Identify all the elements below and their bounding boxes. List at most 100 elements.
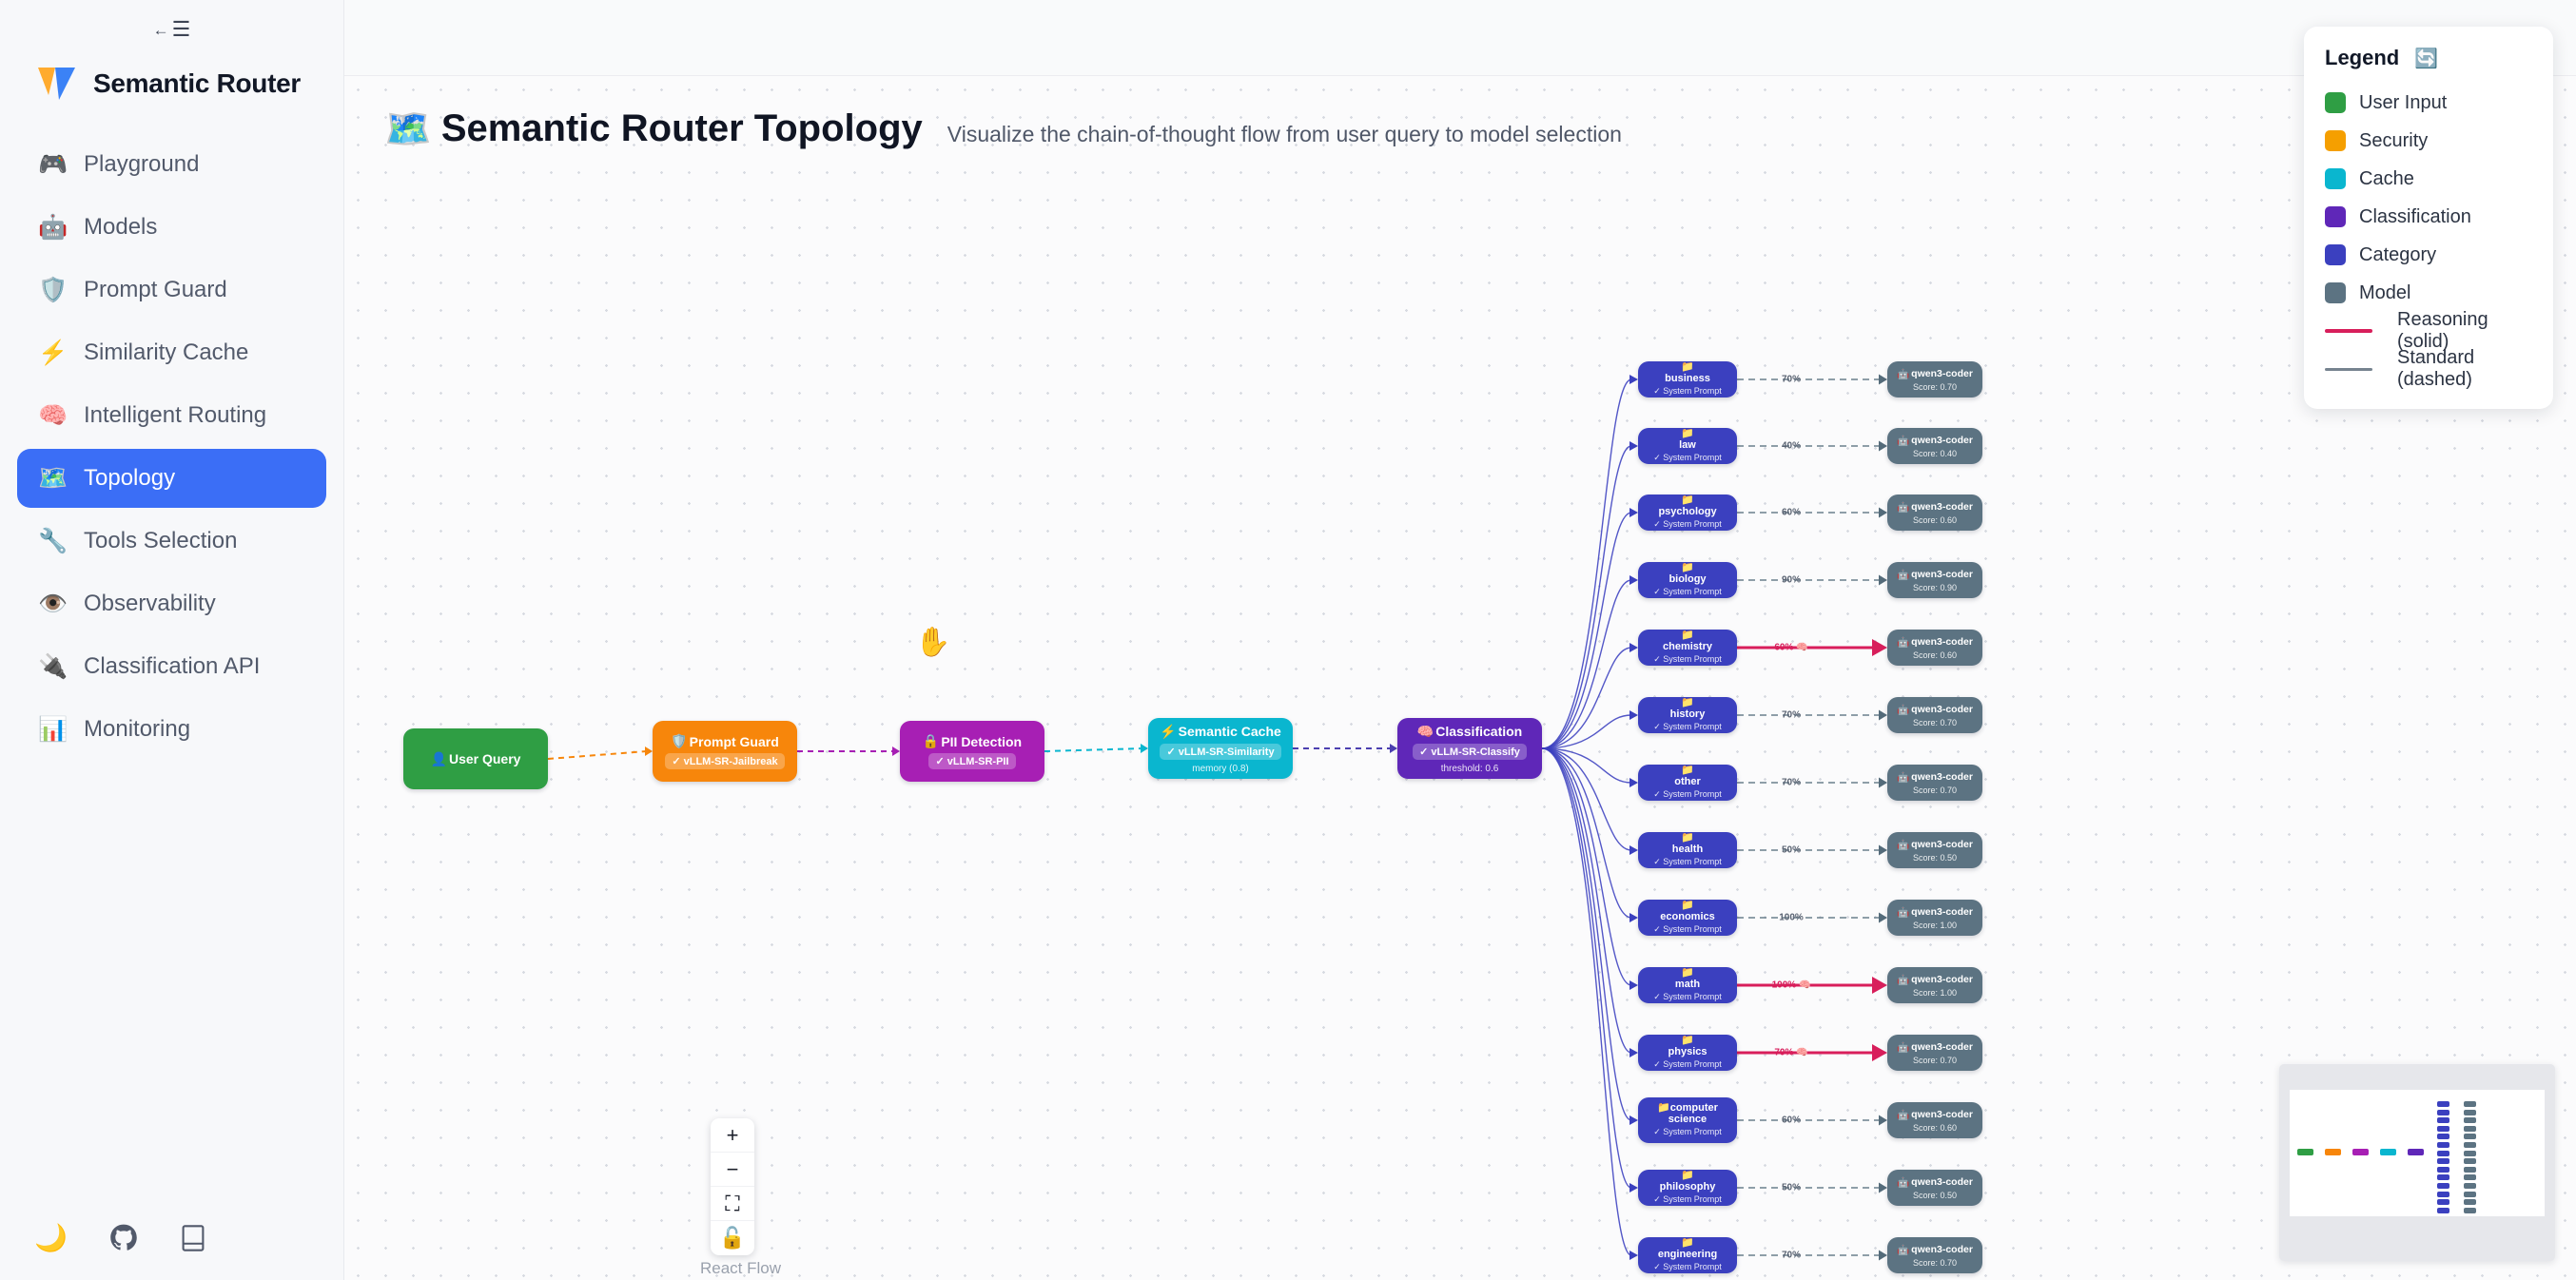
sidebar-item-classification-api[interactable]: 🔌Classification API	[17, 637, 326, 696]
refresh-icon[interactable]: 🔄	[2414, 48, 2439, 69]
folder-icon: 📁	[1681, 696, 1694, 708]
collapse-menu-icon[interactable]: ← ☰	[153, 19, 191, 40]
node-meta: Score: 0.60	[1912, 1122, 1958, 1133]
edge-label-chemistry: 60% 🧠	[1774, 642, 1808, 653]
zoom-out-button[interactable]: −	[711, 1153, 754, 1187]
playground-icon: 🎮	[38, 150, 68, 178]
brand[interactable]: Semantic Router	[0, 59, 343, 135]
edge-label-math: 100% 🧠	[1771, 979, 1811, 991]
node-category-other[interactable]: 📁other✓ System Prompt	[1638, 765, 1737, 801]
similarity-cache-icon: ⚡	[38, 339, 68, 366]
node-category-economics[interactable]: 📁economics✓ System Prompt	[1638, 900, 1737, 936]
book-icon[interactable]	[180, 1224, 206, 1252]
legend-item-category: Category	[2325, 236, 2532, 274]
node-prompt-guard[interactable]: 🛡️Prompt Guard✓ vLLM-SR-Jailbreak	[653, 721, 797, 782]
node-meta: Score: 0.90	[1912, 582, 1958, 592]
node-category-engineering[interactable]: 📁engineering✓ System Prompt	[1638, 1237, 1737, 1273]
node-meta: Score: 0.70	[1912, 785, 1958, 795]
sidebar: ← ☰ Semantic Router 🎮Playground🤖Models🛡️…	[0, 0, 344, 1280]
sidebar-item-playground[interactable]: 🎮Playground	[17, 135, 326, 194]
legend-swatch	[2325, 168, 2346, 189]
node-category-physics[interactable]: 📁physics✓ System Prompt	[1638, 1035, 1737, 1071]
node-category-chemistry[interactable]: 📁chemistry✓ System Prompt	[1638, 630, 1737, 666]
zoom-in-button[interactable]: +	[711, 1118, 754, 1153]
node-title: 🤖qwen3-coder	[1897, 1244, 1973, 1256]
sidebar-item-intelligent-routing[interactable]: 🧠Intelligent Routing	[17, 386, 326, 445]
node-category-biology[interactable]: 📁biology✓ System Prompt	[1638, 562, 1737, 598]
sidebar-item-tools-selection[interactable]: 🔧Tools Selection	[17, 512, 326, 571]
node-meta: Score: 0.70	[1912, 381, 1958, 392]
classification-api-icon: 🔌	[38, 652, 68, 680]
sidebar-item-similarity-cache[interactable]: ⚡Similarity Cache	[17, 323, 326, 382]
node-meta: Score: 0.60	[1912, 650, 1958, 660]
node-category-health[interactable]: 📁health✓ System Prompt	[1638, 832, 1737, 868]
minimap-node	[2464, 1183, 2476, 1189]
sidebar-item-monitoring[interactable]: 📊Monitoring	[17, 700, 326, 759]
node-icon: 🛡️	[671, 733, 688, 748]
legend-label: Cache	[2359, 167, 2414, 189]
legend-item-security: Security	[2325, 122, 2532, 160]
lock-button[interactable]: 🔓	[719, 1226, 746, 1250]
sidebar-item-topology[interactable]: 🗺️Topology	[17, 449, 326, 508]
node-title: 🤖qwen3-coder	[1897, 704, 1973, 716]
node-title: 📁other	[1674, 765, 1701, 788]
node-category-math[interactable]: 📁math✓ System Prompt	[1638, 967, 1737, 1003]
node-category-philosophy[interactable]: 📁philosophy✓ System Prompt	[1638, 1170, 1737, 1206]
node-label: Semantic Cache	[1178, 724, 1281, 739]
node-label: qwen3-coder	[1911, 501, 1973, 513]
node-category-history[interactable]: 📁history✓ System Prompt	[1638, 697, 1737, 733]
minimap[interactable]	[2279, 1064, 2555, 1261]
legend-swatch	[2325, 282, 2346, 303]
robot-icon: 🤖	[1897, 906, 1910, 919]
node-title: 🧠Classification	[1417, 724, 1522, 740]
node-category-law[interactable]: 📁law✓ System Prompt	[1638, 428, 1737, 464]
node-title: 🛡️Prompt Guard	[671, 733, 779, 749]
sidebar-item-prompt-guard[interactable]: 🛡️Prompt Guard	[17, 261, 326, 320]
node-pii-detection[interactable]: 🔒PII Detection✓ vLLM-SR-PII	[900, 721, 1044, 782]
fit-view-button[interactable]: ⛶	[711, 1187, 754, 1221]
sidebar-item-models[interactable]: 🤖Models	[17, 198, 326, 257]
node-user-query[interactable]: 👤User Query	[403, 728, 548, 789]
node-label: Prompt Guard	[689, 733, 779, 749]
legend-swatch	[2325, 130, 2346, 151]
topology-canvas[interactable]: 👤User Query 🛡️Prompt Guard✓ vLLM-SR-Jailb…	[344, 76, 2576, 1280]
node-title: 👤User Query	[431, 751, 521, 767]
node-title: 📁engineering	[1658, 1237, 1717, 1261]
node-label: User Query	[448, 751, 521, 766]
node-label: history	[1669, 708, 1706, 720]
minimap-node	[2352, 1149, 2369, 1155]
folder-icon: 📁	[1681, 494, 1694, 506]
dark-mode-toggle-icon[interactable]: 🌙	[34, 1223, 68, 1252]
node-label: qwen3-coder	[1911, 839, 1973, 850]
sidebar-item-observability[interactable]: 👁️Observability	[17, 574, 326, 633]
node-meta: ✓ System Prompt	[1653, 1194, 1722, 1205]
sidebar-item-label: Prompt Guard	[84, 277, 227, 302]
zoom-controls: +−⛶ 🔓	[711, 1118, 754, 1255]
node-category-psychology[interactable]: 📁psychology✓ System Prompt	[1638, 495, 1737, 531]
github-icon[interactable]	[109, 1224, 138, 1252]
node-category-business[interactable]: 📁business✓ System Prompt	[1638, 361, 1737, 398]
minimap-node	[2408, 1149, 2424, 1155]
node-badge: ✓ vLLM-SR-Similarity	[1160, 743, 1281, 760]
node-title: 🤖qwen3-coder	[1897, 906, 1973, 919]
node-label: philosophy	[1659, 1180, 1716, 1193]
minimap-node	[2437, 1109, 2449, 1115]
